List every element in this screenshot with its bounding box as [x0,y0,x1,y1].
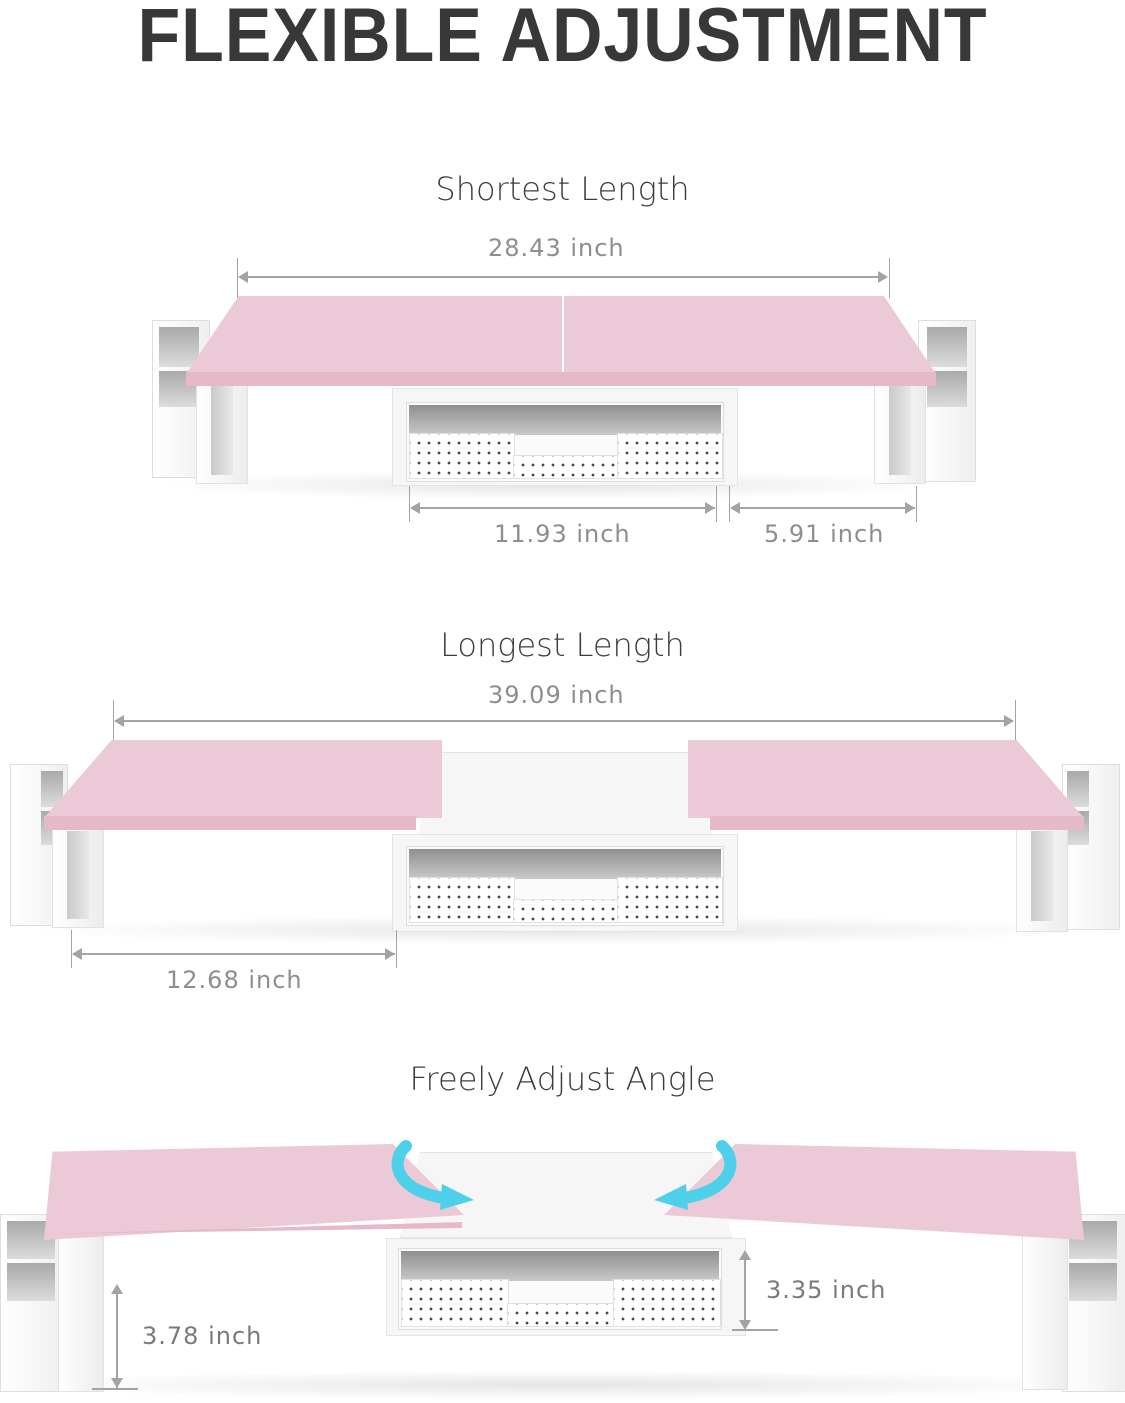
holder-compartment [7,1263,55,1301]
top-panel-left-edge [44,816,416,830]
arrow-left-icon [238,271,248,283]
arrow-down-icon [111,1378,123,1388]
dimension-line [744,1252,746,1328]
dimension-tick [716,486,717,522]
dimension-label: 11.93 inch [494,520,631,548]
dimension-line [116,1286,118,1388]
dimension-label: 39.09 inch [488,681,625,709]
top-panel-right-edge [710,816,1084,830]
dimension-line [115,720,1013,722]
storage-drawer [406,402,724,482]
drawer-front-right [617,877,723,923]
drawer-front-center [513,899,619,923]
rotate-arrow-left-icon [391,1140,474,1210]
dimension-tick [889,258,890,298]
rotate-arrow-right-icon [654,1140,737,1210]
storage-drawer [398,1248,722,1330]
floor-shadow [0,1370,1125,1400]
drawer-front-left [409,433,515,479]
dimension-tick [916,486,917,522]
dimension-line [411,507,715,509]
dimension-tick [1015,700,1016,740]
storage-drawer [406,846,724,926]
dimension-base-line [92,1388,138,1390]
dimension-label: 28.43 inch [488,234,625,262]
drawer-front-center [507,1303,615,1327]
top-panel-left [44,740,442,818]
arrow-left-icon [114,715,124,727]
dimension-tick [71,930,72,968]
dimension-line [731,507,915,509]
top-panel-right [564,296,936,374]
drawer-interior [409,849,721,879]
drawer-front-right [617,433,723,479]
section-title-angle: Freely Adjust Angle [409,1060,716,1098]
dimension-tick [729,486,730,522]
arrow-up-icon [111,1284,123,1294]
arrow-left-icon [72,948,82,960]
drawer-front-left [409,877,515,923]
section-title-shortest: Shortest Length [435,170,690,208]
section-title-longest: Longest Length [440,626,685,664]
right-pen-holder [1062,1214,1125,1392]
left-pen-holder [0,1214,64,1392]
right-leg [1022,1226,1068,1390]
leg-inner [211,385,233,475]
dimension-label: 5.91 inch [764,520,885,548]
left-leg [196,380,248,484]
holder-compartment [159,327,199,367]
arrow-left-icon [410,502,420,514]
dimension-base-line [732,1329,778,1331]
drawer-front-right [613,1279,721,1327]
holder-compartment [41,771,63,807]
drawer-front-left [401,1279,509,1327]
holder-compartment [1067,771,1089,807]
arrow-right-icon [705,502,715,514]
right-leg [1016,826,1068,932]
right-leg [874,380,926,484]
arrow-right-icon [905,502,915,514]
arrow-right-icon [385,948,395,960]
dimension-tick [113,700,114,740]
top-panel-right [688,740,1084,818]
leg-inner [1031,831,1053,921]
arrow-right-icon [878,271,888,283]
arrow-up-icon [739,1250,751,1260]
top-panel-edge [186,372,936,386]
right-pen-holder [1062,764,1120,930]
holder-compartment [1069,1263,1117,1301]
left-leg [52,826,104,928]
center-top-panel [418,752,712,836]
dimension-tick [237,258,238,298]
right-pen-holder [918,320,976,482]
dimension-label: 3.35 inch [766,1276,887,1304]
drawer-front-center [513,455,619,479]
arrow-left-icon [730,502,740,514]
drawer-interior [401,1251,719,1281]
arrow-right-icon [1004,715,1014,727]
drawer-interior [409,405,721,435]
leg-inner [889,385,911,475]
dimension-label: 12.68 inch [166,966,303,994]
dimension-tick [396,930,397,968]
arrow-down-icon [739,1320,751,1330]
dimension-line [73,953,395,955]
top-panel-left [186,296,562,374]
dimension-tick [409,486,410,522]
left-leg [58,1228,104,1392]
holder-compartment [927,327,967,367]
dimension-label: 3.78 inch [142,1322,263,1350]
dimension-line [240,276,886,278]
page-title: FLEXIBLE ADJUSTMENT [137,0,988,78]
leg-inner [67,831,89,919]
